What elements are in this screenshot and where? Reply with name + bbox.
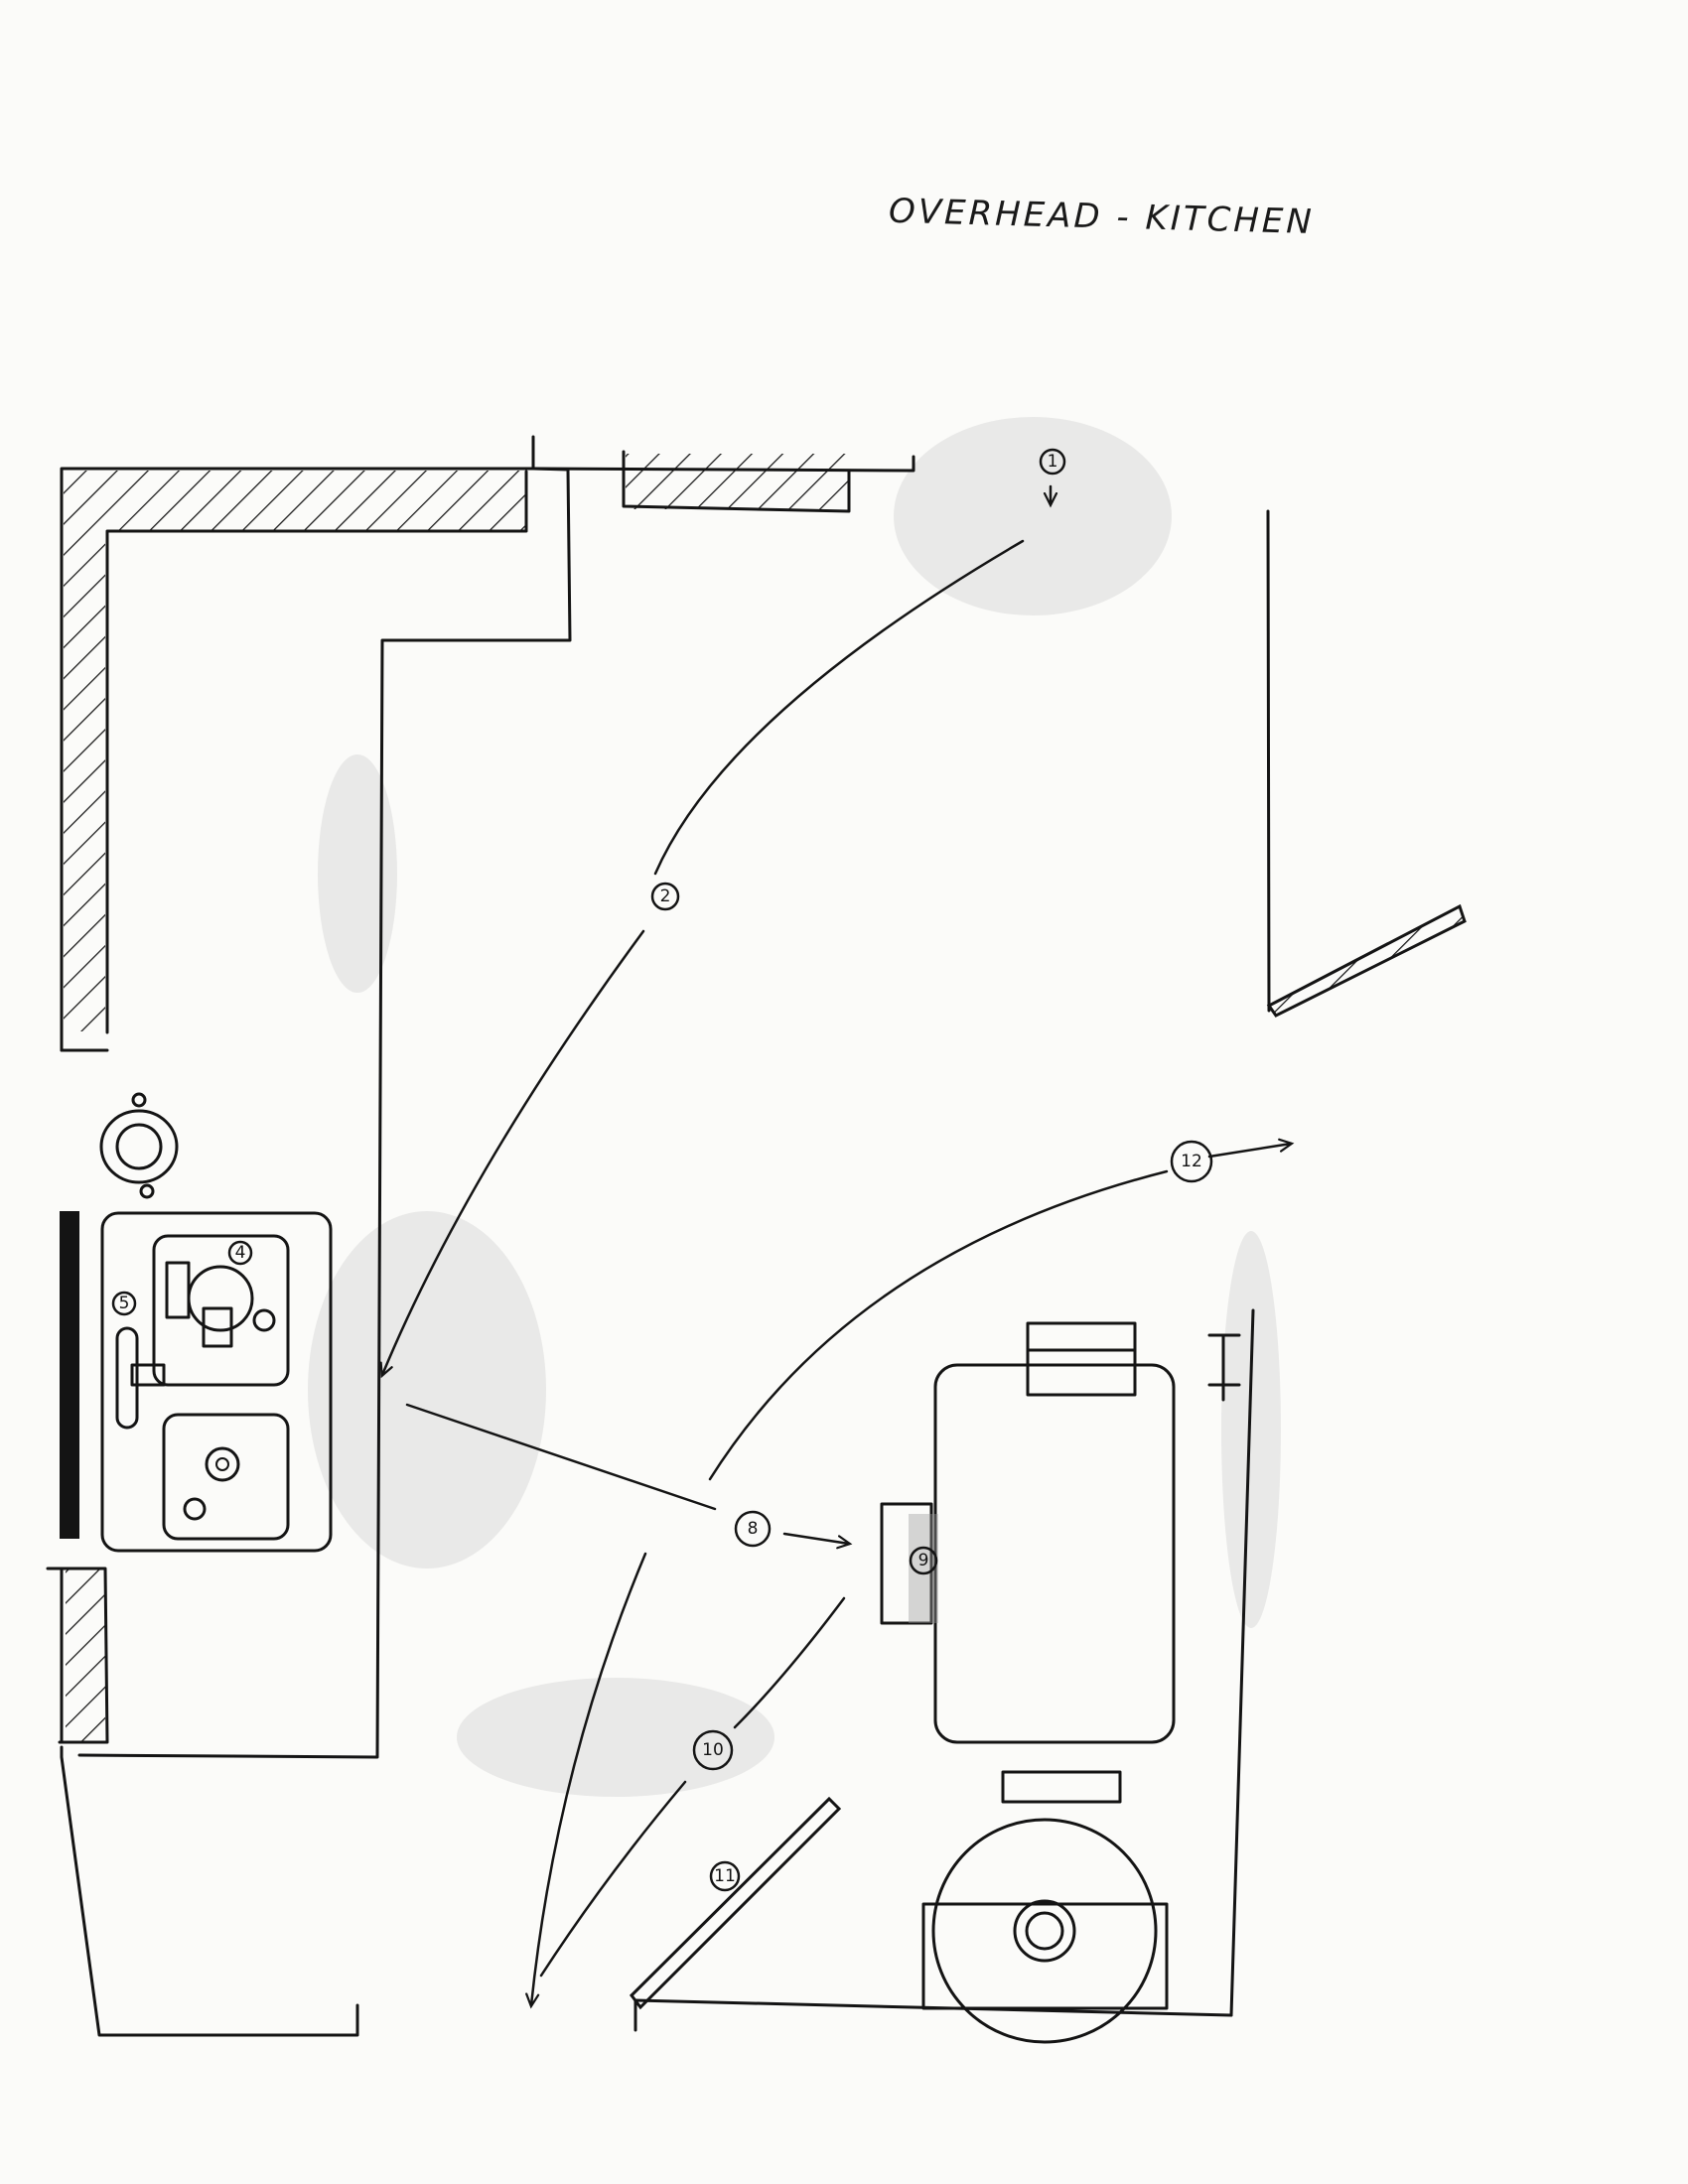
cup-icon xyxy=(202,1306,233,1348)
hatched-wall-left xyxy=(64,471,105,1031)
shot-marker-9: 9 xyxy=(909,1546,938,1575)
pot-handle-icon xyxy=(139,1183,155,1199)
shot-marker-1: 1 xyxy=(1039,448,1066,476)
svg-text:10: 10 xyxy=(702,1740,724,1760)
door-right xyxy=(1266,903,1467,1018)
shot-marker-8: 8 xyxy=(734,1510,772,1548)
wall-right-lower xyxy=(1229,1308,1255,2017)
soap-holder xyxy=(115,1326,139,1430)
svg-text:8: 8 xyxy=(748,1519,759,1539)
shot-12-arrow xyxy=(1207,1144,1291,1159)
knob-icon xyxy=(252,1308,276,1332)
walls xyxy=(46,435,1467,2037)
shot-2-path-b xyxy=(382,929,645,1375)
svg-text:5: 5 xyxy=(119,1294,130,1313)
shot-marker-11: 11 xyxy=(709,1860,741,1892)
shot-marker-10: 10 xyxy=(692,1729,734,1771)
hatched-wall-top xyxy=(105,471,526,530)
shot-10-path-b xyxy=(733,1596,846,1729)
door-bottom xyxy=(630,1796,842,2010)
shot-markers: 1 2 4 5 8 9 10 xyxy=(111,448,1213,1892)
pot-handle-icon xyxy=(131,1092,147,1108)
shot-marker-5: 5 xyxy=(111,1291,137,1316)
shot-8-path xyxy=(405,1403,717,1511)
shade-area xyxy=(318,754,397,993)
shot-marker-12: 12 xyxy=(1170,1140,1213,1183)
shot-10-path-a xyxy=(531,1552,647,2005)
corridor-wall xyxy=(77,467,572,1759)
chair-left xyxy=(880,1502,933,1625)
pencil-shading xyxy=(308,417,1281,1797)
hatched-wall-lower xyxy=(66,1569,105,1742)
wall-fixture-icon xyxy=(1207,1333,1241,1402)
svg-text:11: 11 xyxy=(714,1866,736,1886)
shade-area xyxy=(457,1678,774,1797)
svg-text:1: 1 xyxy=(1048,452,1058,472)
drain-inner-icon xyxy=(215,1457,229,1471)
dining-area xyxy=(880,1321,1241,2044)
shot-12-path xyxy=(708,1169,1169,1481)
shade-area xyxy=(1221,1231,1281,1628)
shade-area xyxy=(308,1211,546,1569)
shade-area xyxy=(894,417,1172,615)
sink-basin-top xyxy=(152,1234,290,1387)
kitchen-counter xyxy=(99,1092,333,1553)
knob-icon xyxy=(183,1497,207,1521)
shot-10-path-c xyxy=(539,1780,687,1978)
wall-right-upper xyxy=(1266,509,1271,1013)
wall-lower-left-block xyxy=(46,1567,109,1744)
plate-inner-icon xyxy=(1025,1911,1064,1951)
pot-inner-icon xyxy=(115,1123,163,1170)
svg-text:4: 4 xyxy=(235,1243,246,1263)
wall-top-left xyxy=(60,435,535,1052)
chair-top xyxy=(1026,1321,1137,1397)
shot-marker-2: 2 xyxy=(650,882,680,911)
soap-icon xyxy=(130,1363,166,1387)
blender-icon xyxy=(187,1265,254,1332)
hatched-top-cabinet xyxy=(626,454,848,509)
wall-left-lower xyxy=(60,1567,359,2037)
faucet-block xyxy=(165,1261,191,1319)
dining-table xyxy=(933,1363,1176,1744)
camera-paths xyxy=(382,484,1291,2005)
pot-icon xyxy=(99,1109,179,1184)
stool-base xyxy=(921,1902,1169,2010)
plate-icon xyxy=(1013,1899,1076,1963)
svg-text:12: 12 xyxy=(1181,1152,1202,1171)
round-table xyxy=(931,1818,1158,2044)
window-left xyxy=(60,1211,79,1539)
sink-basin-bottom xyxy=(162,1413,290,1541)
svg-text:2: 2 xyxy=(660,887,671,906)
sink-unit xyxy=(100,1211,333,1553)
shot-2-path-a xyxy=(653,539,1025,876)
drain-icon xyxy=(205,1446,240,1482)
shot-8-arrow xyxy=(782,1532,849,1544)
svg-text:9: 9 xyxy=(918,1551,929,1570)
bench xyxy=(1001,1770,1122,1804)
wall-inner-top-left xyxy=(105,470,528,1034)
shot-marker-4: 4 xyxy=(227,1240,253,1266)
